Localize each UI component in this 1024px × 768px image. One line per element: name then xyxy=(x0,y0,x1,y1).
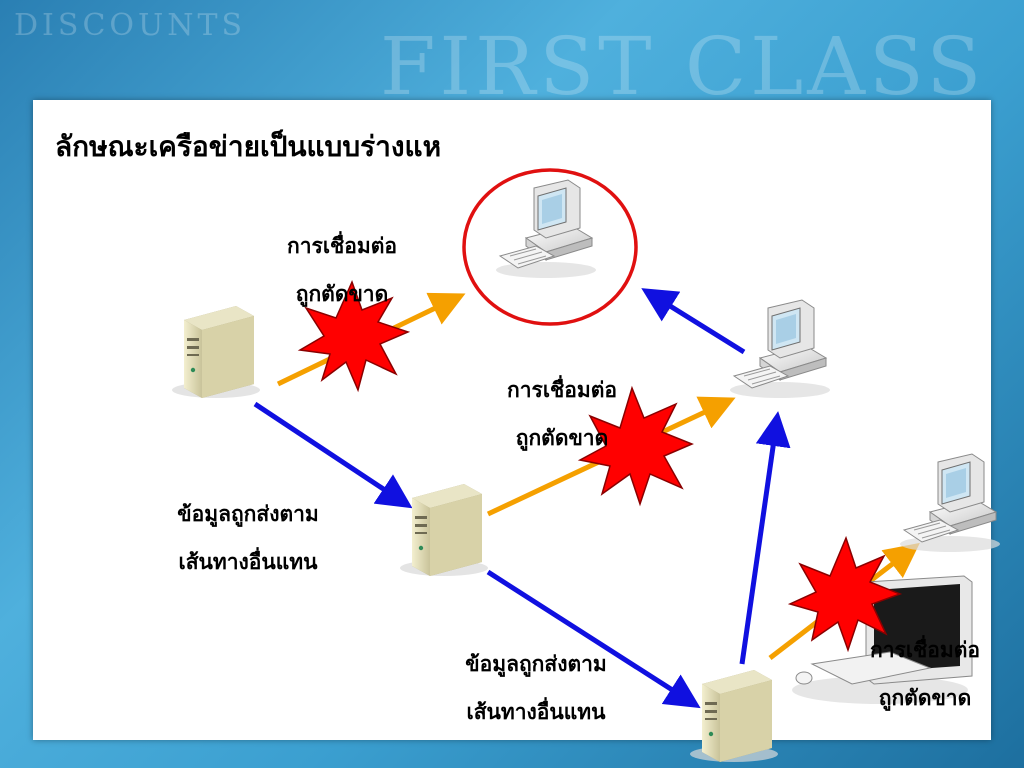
label-rerouted-2: ข้อมูลถูกส่งตาม เส้นทางอื่นแทน xyxy=(436,640,636,736)
explosion-burst-icon xyxy=(297,279,411,393)
label-line: ถูกตัดขาด xyxy=(878,685,972,710)
label-line: เส้นทางอื่นแทน xyxy=(466,699,606,724)
desktop-computer-icon xyxy=(729,299,831,399)
server-tower-icon xyxy=(400,484,488,576)
label-line: ข้อมูลถูกส่งตาม xyxy=(177,501,319,526)
label-connection-cut-1: การเชื่อมต่อ ถูกตัดขาด xyxy=(262,222,422,318)
explosion-burst-icon xyxy=(787,535,903,653)
content-panel xyxy=(33,100,991,740)
label-line: ถูกตัดขาด xyxy=(295,281,389,306)
watermark-discounts: DISCOUNTS xyxy=(14,8,247,43)
desktop-computer-icon xyxy=(899,453,1001,553)
server-tower-icon xyxy=(172,306,260,398)
link-server2-server3 xyxy=(486,569,701,709)
explosion-burst-icon xyxy=(577,385,694,507)
desktop-computer-icon xyxy=(495,179,597,279)
watermark-first-class: FIRST CLASS xyxy=(380,20,986,113)
link-server1-server2 xyxy=(253,401,413,509)
label-line: การเชื่อมต่อ xyxy=(507,377,617,402)
label-line: ถูกตัดขาด xyxy=(515,425,609,450)
crt-monitor-icon xyxy=(792,575,973,704)
label-line: ข้อมูลถูกส่งตาม xyxy=(465,651,607,676)
label-connection-cut-2: การเชื่อมต่อ ถูกตัดขาด xyxy=(482,366,642,462)
label-line: การเชื่อมต่อ xyxy=(870,637,980,662)
label-connection-cut-3: การเชื่อมต่อ ถูกตัดขาด xyxy=(850,626,1000,722)
label-line: เส้นทางอื่นแทน xyxy=(178,549,318,574)
label-rerouted-1: ข้อมูลถูกส่งตาม เส้นทางอื่นแทน xyxy=(148,490,348,586)
server-tower-icon xyxy=(690,670,778,762)
link-pc-right-target xyxy=(641,288,746,355)
link-server3-pc-right xyxy=(739,411,791,665)
label-line: การเชื่อมต่อ xyxy=(287,233,397,258)
slide-title: ลักษณะเครือข่ายเป็นแบบร่างแห xyxy=(55,130,442,163)
target-highlight-circle xyxy=(462,168,638,326)
